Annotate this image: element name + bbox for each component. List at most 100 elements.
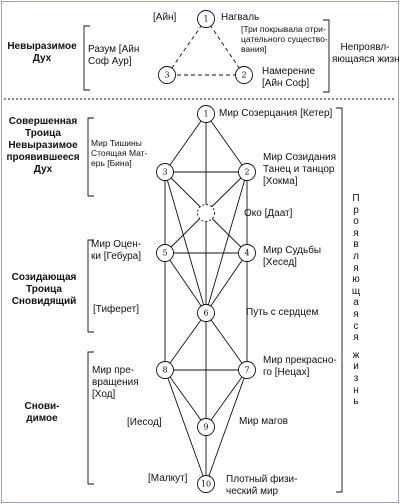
tree-node-number: 4 [244,249,249,258]
tree-node-number: 2 [244,168,249,177]
manifest-life-letter: щ [351,285,361,297]
brace-inexpressible [83,25,90,91]
label-dense-world: Плотный физи- ческий мир [226,474,298,497]
manifest-life-letter: о [353,216,359,228]
manifest-life-letter: ж [352,349,360,361]
manifest-life-letter: я [353,262,359,274]
tree-node-6: 6 [197,304,215,322]
top-node-number: 2 [241,71,246,80]
label-malkut: [Малкут] [148,473,188,484]
tree-node-10: 10 [197,475,215,493]
top-node-circle [235,66,253,84]
tree-node-8: 8 [156,361,174,379]
label-kether: Мир Созерцания [Кетер] [219,108,333,119]
tree-node-circle [197,304,215,322]
label-nagval: Нагваль [221,12,260,23]
tree-edge-2-6 [205,171,248,314]
edges-layer [164,18,248,485]
tree-node-2: 2 [238,163,256,181]
manifest-life-letter: с [353,320,359,332]
tree-edge-7-9 [205,369,248,428]
tree-node-circle [197,105,215,123]
label-tiferet: [Тиферет] [93,304,139,315]
group-inexpressible-spirit: Невыразимое Дух [7,41,77,64]
group-perfect-trinity: Совершенная Троица Невыразимое проявивше… [6,116,80,175]
label-path-heart: Путь с сердцем [246,307,319,318]
label-hokhma: Мир Созидания Танец и танцор [Хокма] [263,152,337,187]
label-razum: Разум [Айн Соф Аур] [88,44,140,67]
top-node-1: 1 [197,10,215,28]
tree-node-3: 3 [156,163,174,181]
tree-edge-5-6 [164,252,207,314]
label-namerenie: Намерение [Айн Соф] [262,66,316,89]
top-edge-1-3 [166,18,207,76]
manifest-life-letter: н [353,384,359,396]
tree-node-5: 5 [156,244,174,262]
tree-edge-1-2 [205,113,248,173]
brace-unmanifest [323,19,330,93]
tree-node-number: 3 [162,168,167,177]
label-nagval-note: [Три покрывала отри- цательного существо… [241,24,328,54]
manifest-life-letter: П [352,193,360,204]
brace-creating-trinity [87,239,94,333]
tree-node-1: 1 [197,105,215,123]
tree-node-circle [238,163,256,181]
top-node-circle [158,66,176,84]
brace-perfect-trinity [87,117,94,197]
tree-node-number: 1 [203,110,208,119]
tree-node-circle [197,418,215,436]
label-hod: Мир пре- вращения [Ход] [92,365,139,400]
tree-node-9: 9 [197,418,215,436]
tree-node-number: 8 [162,366,167,375]
tree-edge-8-9 [164,369,207,428]
tree-edge-8-10 [164,369,207,485]
group-creating-trinity: Созидающая Троица Сновидящий [11,272,77,307]
label-bina: Мир Тишины Стоящая Мат- ерь [Бина] [91,138,148,168]
manifest-life-letter: и [353,361,359,373]
tree-node-circle [197,475,215,493]
manifest-life-letter: в [353,239,359,251]
label-yesod: [Иесод] [127,417,162,428]
tree-edge-6-7 [205,312,248,371]
top-node-3: 3 [158,66,176,84]
tree-node-circle [238,361,256,379]
tree-node-number: 5 [162,249,167,258]
manifest-life-letter: ь [353,396,359,408]
label-world-magi: Мир магов [239,416,288,427]
manifest-life-letter: я [353,227,359,239]
nodes-layer: 1 2 3 1 2 3 4 5 6 7 8 9 10 [156,10,256,493]
brace-dreamed [87,351,94,485]
label-ain: [Айн] [153,12,177,23]
tree-edge-4-6 [205,252,248,314]
group-braces [83,19,343,493]
tree-node-4: 4 [238,244,256,262]
tree-node-daat [197,204,215,222]
top-node-number: 1 [203,15,208,24]
tree-node-circle [156,163,174,181]
manifest-life-letter: з [353,372,359,384]
label-gebura: Мир Оцен- ки [Гебура] [91,239,142,262]
tree-node-number: 9 [203,423,208,432]
label-netsah: Мир прекрасно- го [Нецах] [263,355,337,378]
tree-node-circle [156,361,174,379]
top-edge-1-2 [205,18,245,76]
top-node-circle [197,10,215,28]
label-daat: Око [Даат] [244,208,293,219]
top-node-2: 2 [235,66,253,84]
manifest-life-letter: р [353,204,359,216]
label-hesed: Мир Судьбы [Хесед] [263,245,322,268]
tree-node-number: 10 [201,480,211,489]
manifest-life-letter: ю [352,274,360,286]
tree-node-circle [156,244,174,262]
tree-node-7: 7 [238,361,256,379]
tree-node-number: 7 [244,366,249,375]
manifest-life-letter: я [353,332,359,344]
brace-manifest [336,107,343,493]
tree-node-circle [197,204,215,222]
tree-edge-1-3 [164,113,207,173]
